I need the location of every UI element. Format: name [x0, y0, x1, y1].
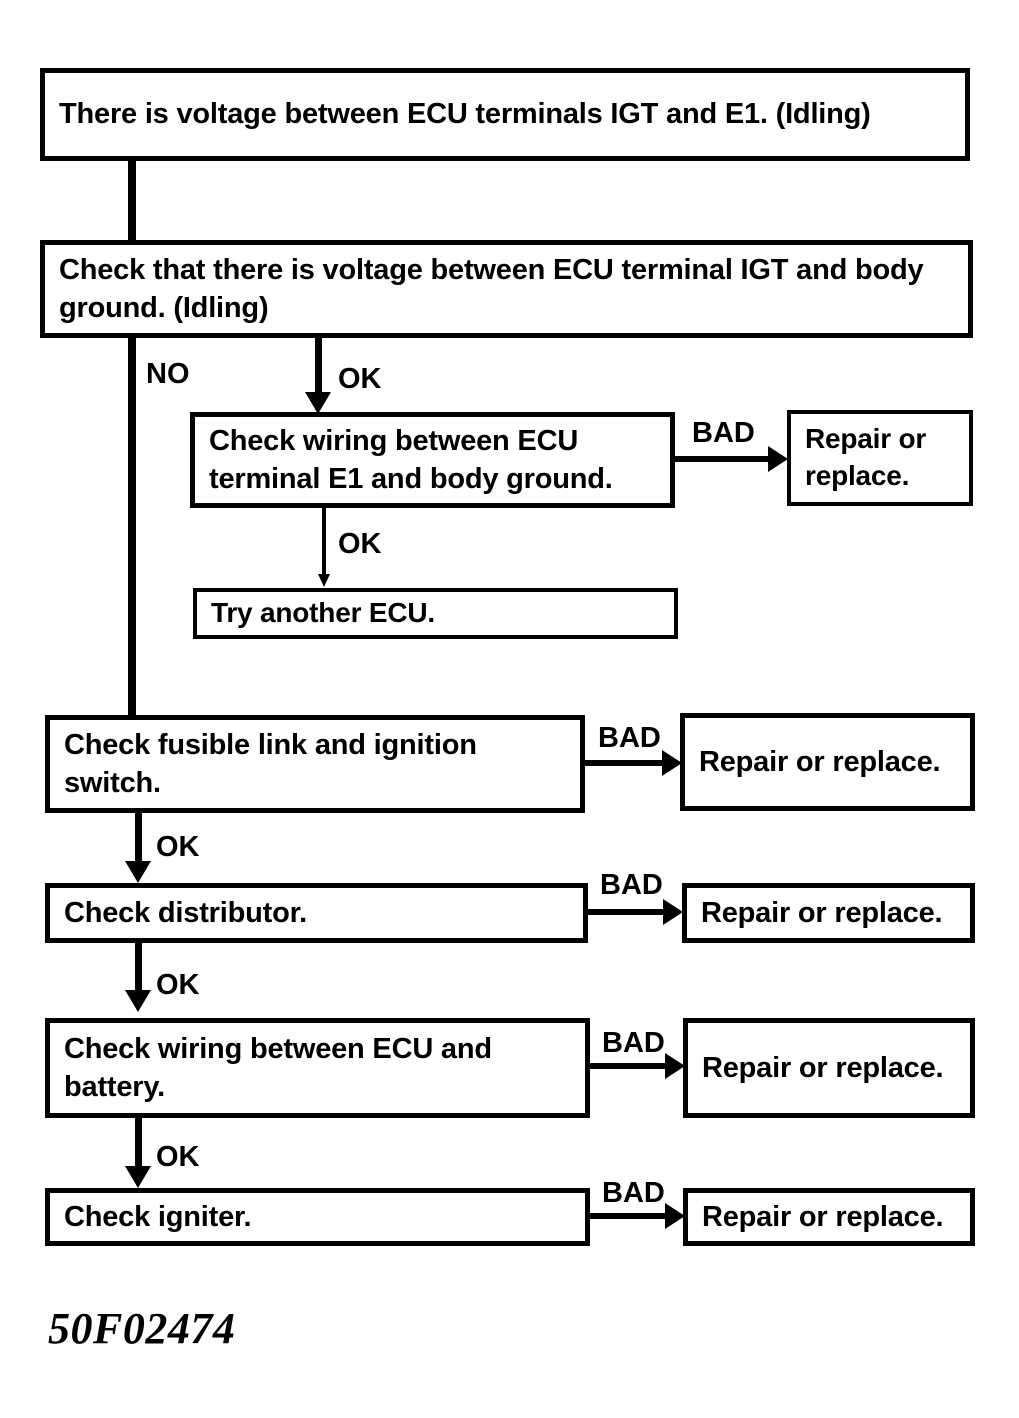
node-repair-or-replace-1: Repair or replace.	[787, 410, 973, 506]
edge-label-ok-3: OK	[156, 831, 200, 863]
connector-bad-to-repair-2	[585, 760, 667, 766]
edge-label-bad-1: BAD	[692, 417, 755, 449]
node-check-fusible-link: Check fusible link and ignition switch.	[45, 715, 585, 813]
edge-label-bad-5: BAD	[602, 1177, 665, 1209]
arrowhead-ok-to-check-igniter	[125, 1166, 151, 1188]
edge-label-bad-4: BAD	[602, 1027, 665, 1059]
node-check-voltage-igt-body-ground: Check that there is voltage between ECU …	[40, 240, 973, 338]
arrowhead-ok-to-check-wiring-battery	[125, 990, 151, 1012]
connector-ok-to-try-another-ecu	[322, 508, 326, 580]
node-check-voltage-igt-body-ground-label: Check that there is voltage between ECU …	[59, 253, 924, 324]
arrowhead-bad-to-repair-4	[665, 1053, 685, 1079]
arrowhead-bad-to-repair-5	[665, 1203, 685, 1229]
node-try-another-ecu: Try another ECU.	[193, 588, 678, 639]
edge-label-bad-2: BAD	[598, 722, 661, 754]
arrowhead-ok-to-check-wiring-e1	[305, 392, 331, 414]
node-check-distributor: Check distributor.	[45, 883, 588, 943]
connector-ok-to-check-wiring-battery	[135, 943, 142, 994]
node-check-wiring-ecu-battery: Check wiring between ECU and battery.	[45, 1018, 590, 1118]
edge-label-ok-5: OK	[156, 1141, 200, 1173]
arrowhead-bad-to-repair-1	[768, 446, 788, 472]
node-repair-or-replace-5-label: Repair or replace.	[702, 1200, 944, 1233]
edge-label-ok-2: OK	[338, 528, 382, 560]
connector-bad-to-repair-3	[588, 909, 670, 915]
connector-no-branch	[128, 338, 136, 715]
edge-label-ok-1: OK	[338, 363, 382, 395]
figure-caption: 50F02474	[48, 1304, 236, 1353]
node-check-wiring-e1-body-ground: Check wiring between ECU terminal E1 and…	[190, 412, 675, 508]
connector-bad-to-repair-1	[675, 456, 771, 462]
node-repair-or-replace-3: Repair or replace.	[682, 883, 975, 943]
edge-label-no: NO	[146, 358, 190, 390]
connector-n1-n2	[128, 161, 136, 240]
connector-ok-to-check-wiring-e1	[315, 338, 322, 395]
node-check-wiring-ecu-battery-label: Check wiring between ECU and battery.	[64, 1032, 492, 1103]
node-voltage-igt-e1-label: There is voltage between ECU terminals I…	[59, 98, 871, 131]
node-try-another-ecu-label: Try another ECU.	[211, 597, 435, 629]
connector-ok-to-check-igniter	[135, 1118, 142, 1170]
arrowhead-bad-to-repair-2	[662, 750, 682, 776]
node-repair-or-replace-2-label: Repair or replace.	[699, 745, 941, 778]
arrowhead-ok-to-check-distributor	[125, 861, 151, 883]
connector-ok-to-check-distributor	[135, 813, 142, 866]
edge-label-ok-4: OK	[156, 969, 200, 1001]
edge-label-bad-3: BAD	[600, 869, 663, 901]
node-check-wiring-e1-body-ground-label: Check wiring between ECU terminal E1 and…	[209, 424, 613, 495]
arrowhead-ok-to-try-another-ecu	[318, 574, 330, 587]
node-voltage-igt-e1: There is voltage between ECU terminals I…	[40, 68, 970, 161]
node-repair-or-replace-2: Repair or replace.	[680, 713, 975, 811]
node-repair-or-replace-4-label: Repair or replace.	[702, 1051, 944, 1084]
node-check-igniter: Check igniter.	[45, 1188, 590, 1246]
node-repair-or-replace-4: Repair or replace.	[683, 1018, 975, 1118]
arrowhead-bad-to-repair-3	[663, 899, 683, 925]
node-check-igniter-label: Check igniter.	[64, 1200, 252, 1233]
node-repair-or-replace-1-label: Repair or replace.	[805, 423, 927, 491]
node-repair-or-replace-3-label: Repair or replace.	[701, 896, 943, 929]
connector-bad-to-repair-4	[590, 1063, 670, 1069]
node-check-fusible-link-label: Check fusible link and ignition switch.	[64, 728, 477, 799]
node-repair-or-replace-5: Repair or replace.	[683, 1188, 975, 1246]
connector-bad-to-repair-5	[590, 1213, 672, 1219]
node-check-distributor-label: Check distributor.	[64, 896, 307, 929]
